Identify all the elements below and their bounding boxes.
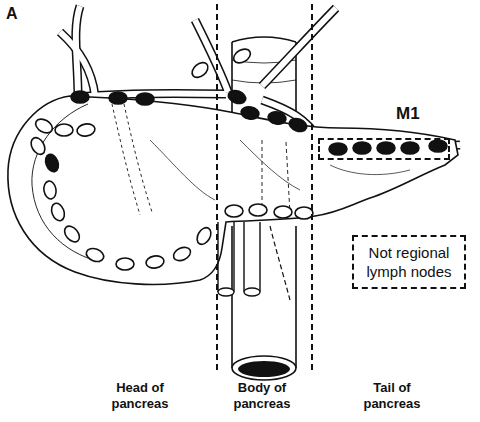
lymph-node <box>43 180 58 200</box>
lymph-node <box>189 60 211 81</box>
lymph-node <box>145 255 165 270</box>
lymph-node <box>240 106 260 121</box>
lymph-node <box>287 116 308 133</box>
lymph-node <box>71 91 89 103</box>
lymph-node <box>171 245 192 263</box>
lymph-node <box>43 152 60 173</box>
hidden-vessel <box>270 226 290 300</box>
lymph-node <box>377 142 395 154</box>
bile-duct <box>112 104 152 215</box>
lymph-node <box>28 135 47 157</box>
lymph-node <box>76 123 96 138</box>
panel-letter: A <box>6 4 30 23</box>
vessel-lumen <box>262 8 336 86</box>
pancreas-outline <box>8 96 458 284</box>
lymph-node <box>49 201 66 222</box>
vessel-end <box>244 288 260 296</box>
lymph-node <box>353 142 371 154</box>
region-divider <box>311 4 313 372</box>
lymph-node <box>267 111 287 126</box>
lymph-node <box>194 225 213 247</box>
lymph-node <box>249 204 267 216</box>
pancreatic-vessel <box>150 140 410 200</box>
lymph-node <box>33 116 55 135</box>
region-label: M1 <box>394 104 422 124</box>
mesenteric-vessel <box>218 222 260 292</box>
aorta-top <box>232 37 296 42</box>
lymph-node <box>401 142 419 154</box>
lymph-node <box>274 206 292 218</box>
lymph-node <box>116 258 134 270</box>
lymph-node <box>55 124 73 136</box>
lymph-node <box>329 143 347 155</box>
aorta-opening <box>232 356 296 380</box>
vessel-end <box>218 288 234 296</box>
lymph-node <box>231 46 253 65</box>
region-name: Head of pancreas <box>95 380 185 411</box>
duodenum-inner <box>32 104 100 262</box>
vessel-lumen <box>195 20 228 92</box>
region-name: Body of pancreas <box>217 380 307 411</box>
aorta-lower <box>232 226 296 368</box>
lymph-node <box>295 207 313 219</box>
note-text: Not regional lymph nodes <box>362 243 456 281</box>
lymph-node <box>109 92 127 104</box>
note-box: Not regional lymph nodes <box>352 235 466 289</box>
lymph-node <box>226 88 247 105</box>
vessel-wall <box>262 8 336 86</box>
aorta-lumen <box>238 361 290 377</box>
region-divider <box>216 4 218 372</box>
hidden-vessel <box>262 140 290 214</box>
vessel-lumen <box>60 32 95 96</box>
lymph-node <box>84 246 105 263</box>
region-bracket <box>318 138 450 160</box>
vessel-wall <box>195 20 228 92</box>
region-name: Tail of pancreas <box>347 380 437 411</box>
lymph-node <box>136 93 154 105</box>
m1-region-box: M1 <box>318 104 450 160</box>
lymph-node <box>429 140 447 152</box>
lymph-node <box>62 223 83 245</box>
lymph-node <box>225 205 243 217</box>
